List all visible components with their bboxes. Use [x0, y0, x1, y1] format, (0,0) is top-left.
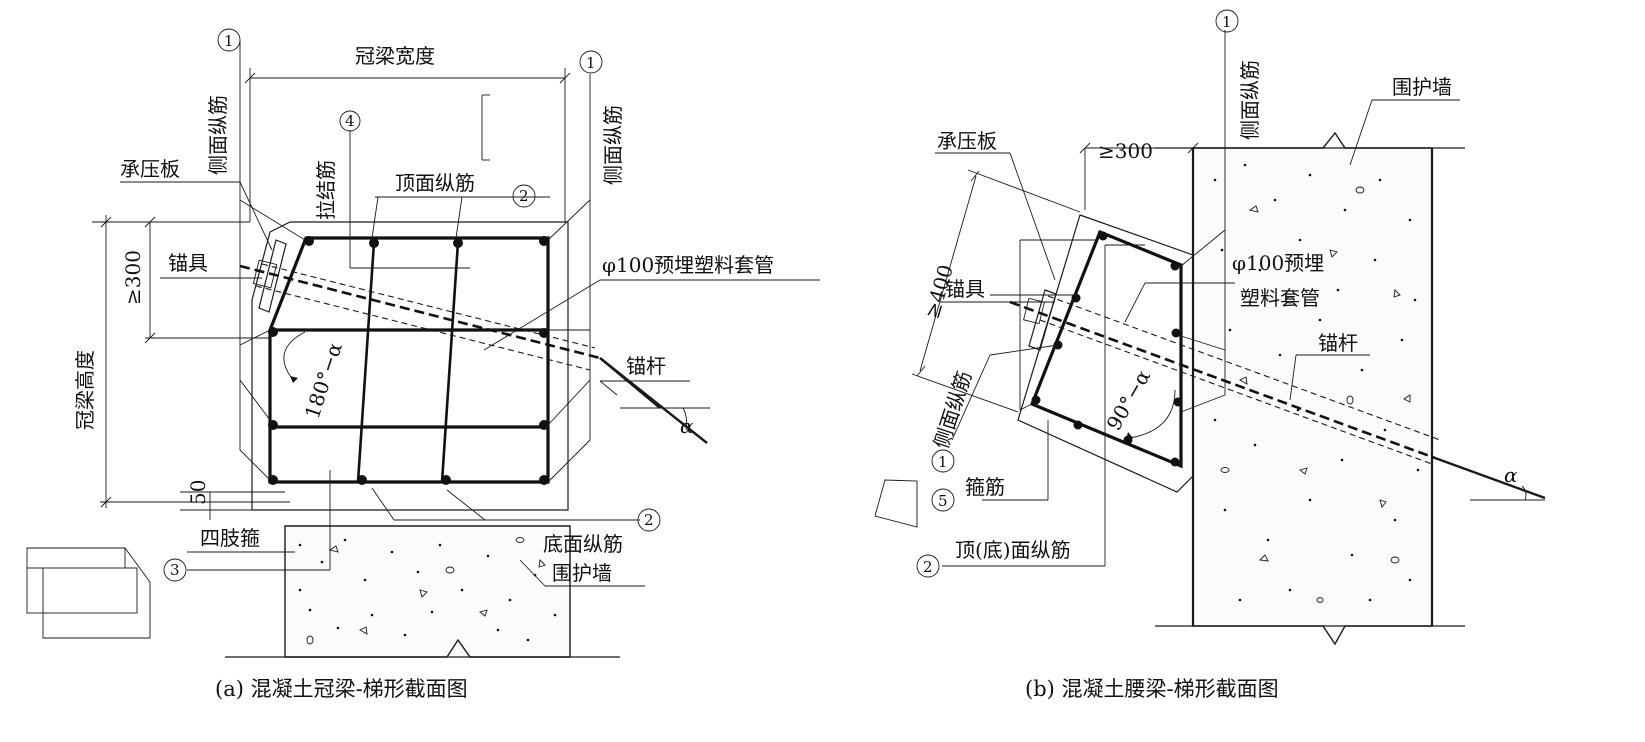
tag-1-a-right: 1	[586, 54, 596, 72]
crown-beam-outline	[251, 221, 569, 511]
figure-a	[26, 28, 820, 658]
stirrup-label-a: 四肢箍	[200, 526, 260, 550]
bearing-plate-label-a: 承压板	[120, 157, 180, 181]
anchorage-label-a: 锚具	[168, 251, 208, 275]
bottom-bar-label: 底面纵筋	[543, 532, 623, 556]
sleeve-label-b-1: φ100预埋	[1232, 251, 1324, 275]
leaders-b	[935, 30, 1460, 567]
side-bar-label-b-top: 侧面纵筋	[1238, 60, 1262, 140]
rebar-cage-a	[268, 236, 550, 485]
anchor-rod-label-b: 锚杆	[1318, 331, 1358, 355]
side-bar-label-right: 侧面纵筋	[601, 105, 625, 185]
rebar-cage-b	[1029, 229, 1183, 469]
top-bar-label: 顶面纵筋	[395, 171, 475, 195]
anchorage-label-b: 锚具	[945, 277, 985, 301]
crown-beam-width-label: 冠梁宽度	[355, 44, 435, 68]
wall-label-a: 围护墙	[552, 561, 612, 585]
tag-3-a: 3	[170, 561, 180, 579]
caption-a: (a) 混凝土冠梁-梯形截面图	[215, 677, 468, 701]
leaders-a	[120, 40, 820, 587]
sleeve-label-a: φ100预埋塑料套管	[602, 253, 774, 277]
retaining-wall-b	[1155, 131, 1465, 646]
side-bar-label-left: 侧面纵筋	[206, 95, 230, 175]
bearing-plate-a	[252, 239, 287, 313]
tag-4-a: 4	[345, 112, 355, 130]
dim-ge300-b: ≥300	[1098, 139, 1153, 163]
stamp-box-a	[26, 547, 151, 639]
dim-ge300-a: ≥300	[121, 250, 145, 305]
sleeve-label-b-2: 塑料套管	[1240, 286, 1320, 310]
figure-b	[874, 9, 1546, 646]
top-bottom-bar-label: 顶(底)面纵筋	[955, 538, 1071, 562]
alpha-label-b: α	[1504, 463, 1518, 487]
tags-b	[916, 9, 1239, 578]
side-bar-label-b-bottom: 侧面纵筋	[929, 368, 977, 452]
waist-beam-outline	[1017, 214, 1194, 493]
tag-5-b: 5	[938, 492, 948, 510]
tag-2-a-bottom: 2	[644, 511, 654, 529]
tie-bar-label: 拉结筋	[314, 160, 338, 220]
caption-b: (b) 混凝土腰梁-梯形截面图	[1025, 677, 1279, 701]
tag-2-a-top: 2	[519, 187, 529, 205]
tag-2-b: 2	[923, 558, 933, 576]
dimensions-b	[911, 142, 1199, 413]
retaining-wall-a	[225, 525, 620, 658]
tag-1-b-top: 1	[1222, 13, 1232, 31]
dimensions-a	[92, 68, 571, 520]
bearing-plate-label-b: 承压板	[937, 129, 997, 153]
angle-label-b: 90°−α	[1102, 366, 1156, 435]
anchor-rod-label-a: 锚杆	[626, 354, 666, 378]
alpha-label-a: α	[680, 414, 694, 438]
angle-label-a: 180°−α	[300, 340, 347, 422]
anchor-a	[239, 263, 710, 444]
dim-50-a: 50	[186, 480, 210, 505]
tags-a	[163, 28, 661, 582]
anchor-b	[1009, 295, 1546, 501]
crown-beam-height-label: 冠梁高度	[73, 350, 97, 430]
stamp-b	[874, 479, 918, 528]
stirrup-label-b: 箍筋	[965, 475, 1005, 499]
wall-label-b: 围护墙	[1392, 75, 1452, 99]
tag-1-b-bottom: 1	[938, 453, 948, 471]
bearing-plate-b	[1023, 289, 1057, 351]
tag-1-a-left: 1	[224, 32, 234, 50]
